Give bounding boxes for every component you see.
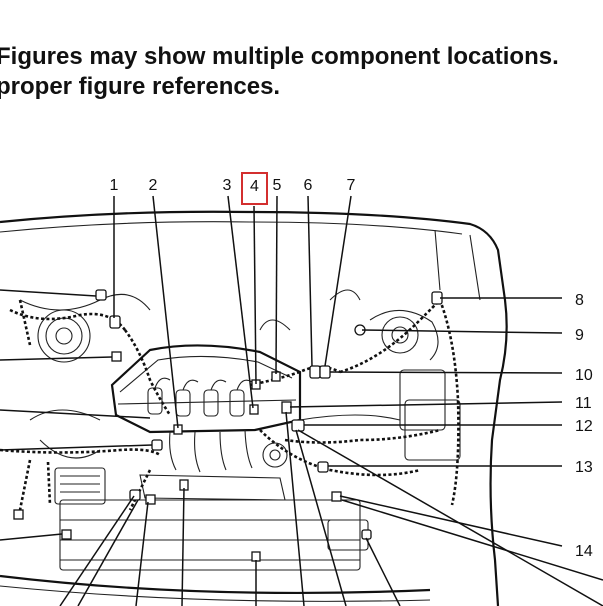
figure-note: Figures may show multiple component loca… <box>0 42 559 102</box>
connectors <box>13 289 443 562</box>
callout-6: 6 <box>304 177 313 194</box>
callout-14: 14 <box>575 543 593 560</box>
callout-3: 3 <box>223 177 232 194</box>
callout-8: 8 <box>575 292 584 309</box>
callout-7: 7 <box>347 177 356 194</box>
callout-13: 13 <box>575 459 593 476</box>
callout-4: 4 <box>250 178 259 195</box>
callout-5: 5 <box>273 177 282 194</box>
callout-10: 10 <box>575 367 593 384</box>
callout-labels: 1 2 3 4 5 6 7 8 9 10 11 12 13 14 <box>110 172 593 560</box>
wiring-harness <box>0 299 460 511</box>
figure-note-line-1: Figures may show multiple component loca… <box>0 43 559 70</box>
engine-bay-drawing <box>0 210 508 606</box>
callout-11: 11 <box>575 395 592 412</box>
callout-2: 2 <box>149 177 158 194</box>
callout-4-highlight-box <box>241 172 268 205</box>
figure-note-line-2: proper figure references. <box>0 73 281 100</box>
callout-12: 12 <box>575 418 593 435</box>
callout-9: 9 <box>575 327 584 344</box>
callout-1: 1 <box>110 177 119 194</box>
leader-lines <box>0 195 603 606</box>
